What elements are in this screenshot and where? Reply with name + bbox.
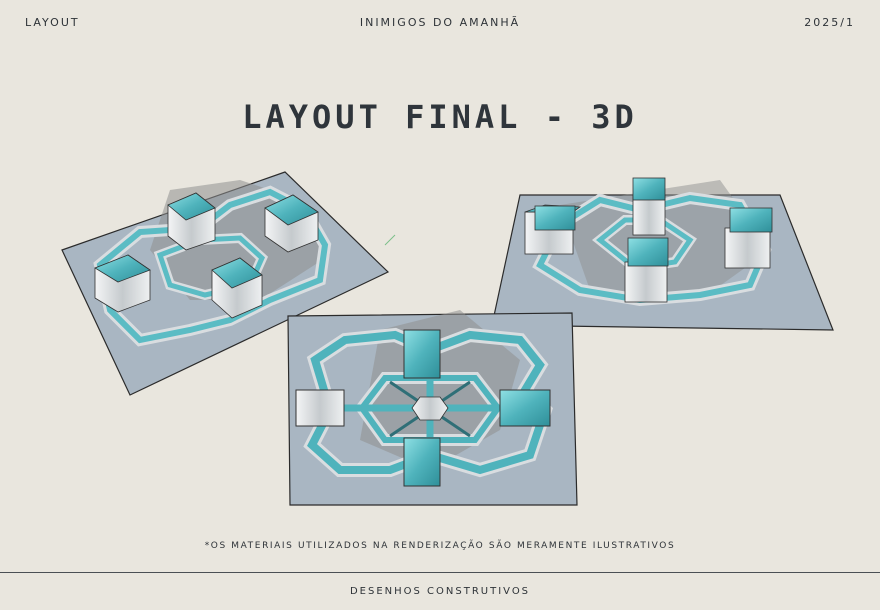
page-title: LAYOUT FINAL - 3D [242,98,638,136]
header-date: 2025/1 [804,16,855,29]
render-right-perspective [491,177,834,331]
header-project-name: INIMIGOS DO AMANHÃ [359,16,521,29]
render-left-perspective [61,171,390,396]
materials-disclaimer: *OS MATERIAIS UTILIZADOS NA RENDERIZAÇÃO… [204,541,676,551]
footer-divider [0,572,880,573]
render-top-view [287,310,578,506]
header-section-label: LAYOUT [25,16,80,29]
footer-section-label: DESENHOS CONSTRUTIVOS [349,586,531,597]
